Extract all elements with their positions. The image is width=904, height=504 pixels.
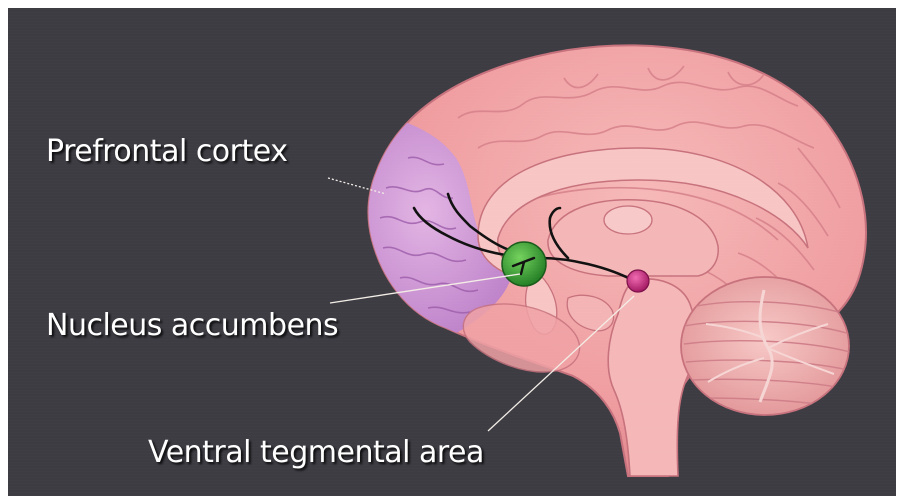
label-ventral-tegmental-area: Ventral tegmental area bbox=[148, 438, 484, 468]
label-nucleus-accumbens: Nucleus accumbens bbox=[46, 311, 338, 341]
ventral-tegmental-area bbox=[627, 270, 649, 292]
label-prefrontal-cortex: Prefrontal cortex bbox=[46, 137, 287, 167]
brain-illustration bbox=[8, 8, 896, 496]
cerebellum bbox=[681, 277, 850, 415]
diagram-canvas: Prefrontal cortex Nucleus accumbens Vent… bbox=[8, 8, 896, 496]
